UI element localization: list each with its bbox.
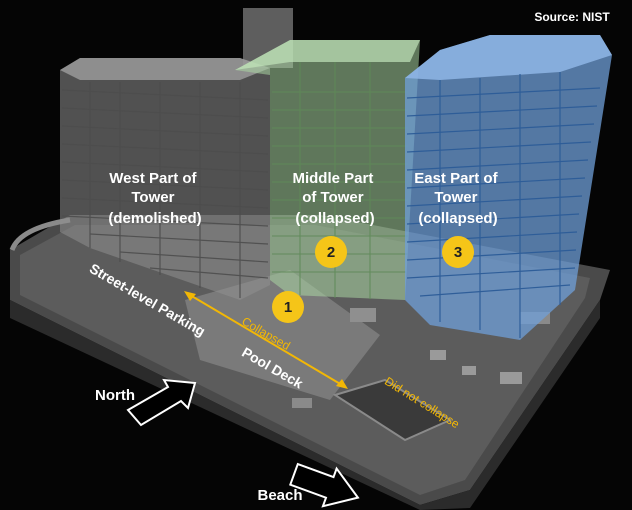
north-label: North (95, 387, 135, 404)
west-tower-label: West Part of Tower (demolished) (108, 170, 201, 227)
east-tower-label: East Part of Tower (collapsed) (414, 170, 502, 227)
beach-arrow-icon (289, 462, 360, 508)
pool-deck-area (185, 270, 380, 400)
source-label: Source: NIST (534, 10, 610, 24)
marker-2: 2 (315, 236, 347, 268)
marker-3-number: 3 (454, 244, 462, 261)
deck-object (350, 308, 376, 322)
west-tower (60, 8, 293, 300)
deck-object (292, 398, 312, 408)
pool (332, 378, 453, 442)
middle-tower-label: Middle Part of Tower (collapsed) (292, 170, 377, 227)
marker-2-number: 2 (327, 244, 335, 261)
marker-1-number: 1 (284, 299, 292, 316)
marker-3: 3 (442, 236, 474, 268)
deck-object (500, 372, 522, 384)
collapsed-arrow (184, 291, 348, 389)
deck-object (462, 366, 476, 375)
beach-arrow (289, 462, 360, 508)
marker-1: 1 (272, 291, 304, 323)
beach-label: Beach (257, 487, 302, 504)
deck-object (430, 350, 446, 360)
north-arrow (126, 378, 197, 427)
middle-tower (235, 40, 420, 300)
north-arrow-icon (126, 378, 197, 427)
